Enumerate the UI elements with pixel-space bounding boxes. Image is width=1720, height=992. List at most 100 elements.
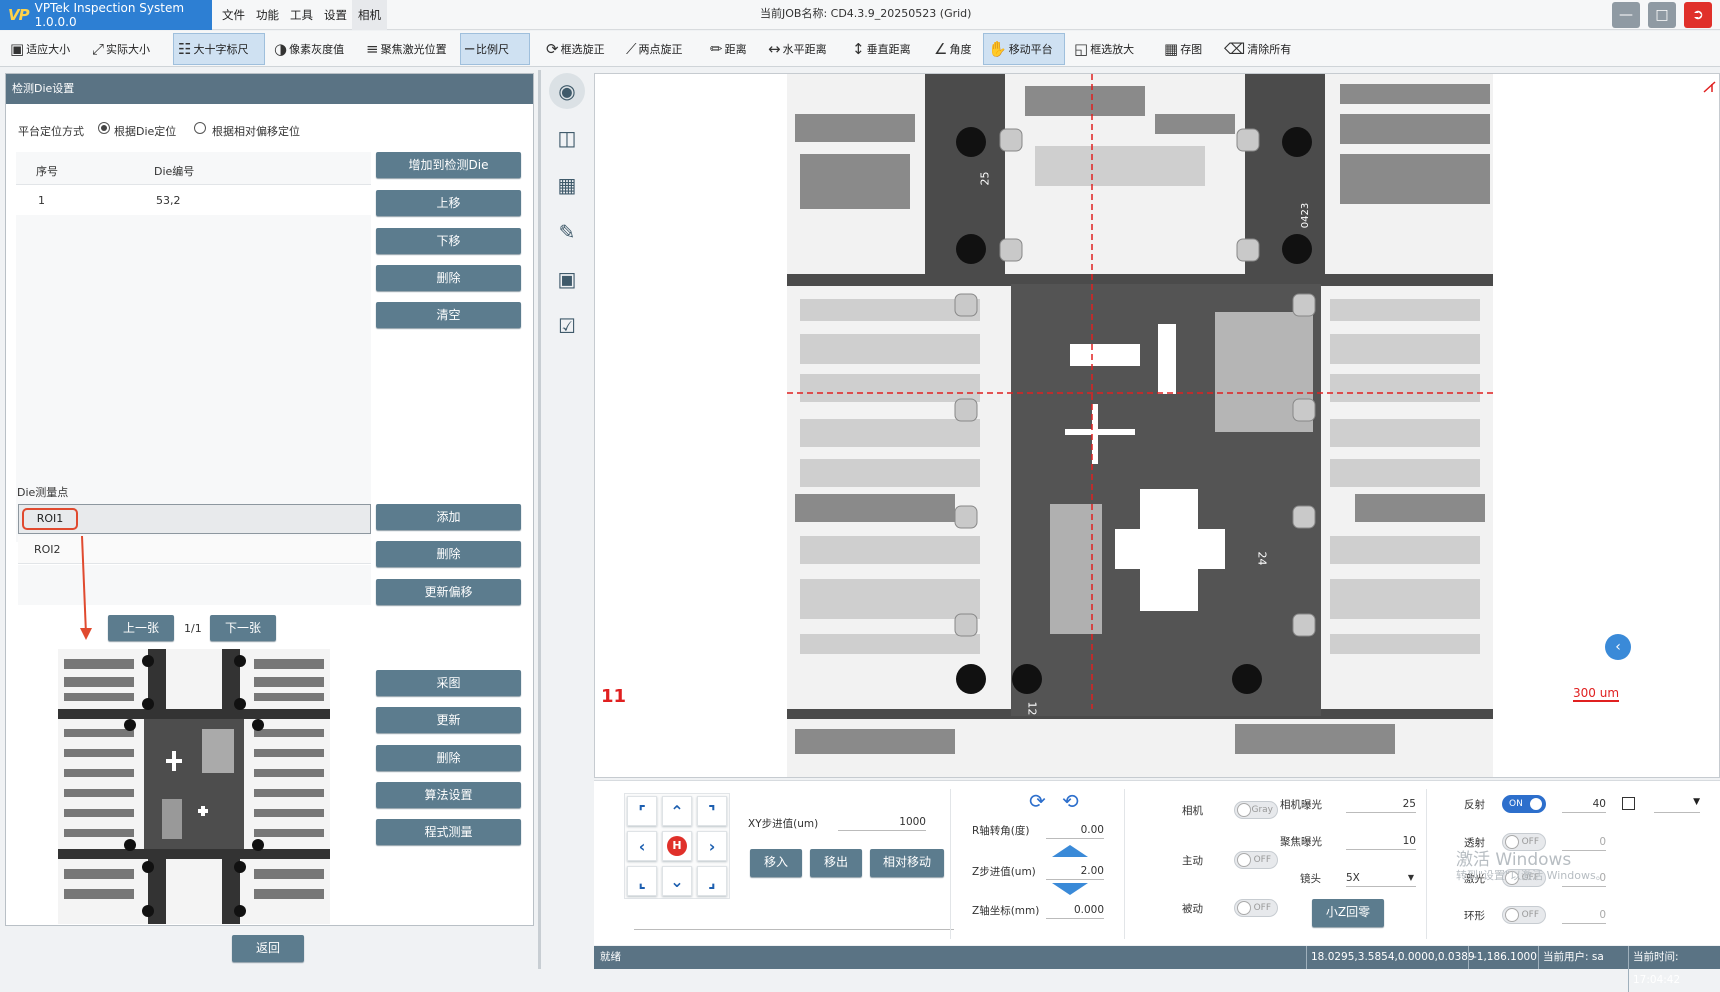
ruler-tool-icon[interactable]: ✎ — [558, 220, 576, 244]
scale-bar-button[interactable]: ─比例尺 — [460, 33, 530, 65]
z-down-icon[interactable] — [1052, 883, 1088, 895]
z-up-icon[interactable] — [1052, 845, 1088, 857]
prev-button[interactable]: 上一张 — [108, 615, 174, 641]
ring-toggle[interactable]: OFF — [1502, 906, 1546, 924]
angle-button[interactable]: ∠角度 — [930, 33, 975, 65]
move-stage-button[interactable]: ✋移动平台 — [983, 33, 1065, 65]
table-row[interactable]: 1 53,2 — [16, 185, 371, 215]
roi-item-2[interactable]: ROI2 — [18, 536, 371, 564]
scale-label: 300 um — [1573, 686, 1620, 702]
move-up-button[interactable]: 上移 — [376, 190, 521, 216]
r-angle-input[interactable]: 0.00 — [1046, 821, 1104, 839]
down-icon[interactable]: ⌄ — [662, 866, 692, 896]
wafer-grid-icon[interactable]: ▦ — [557, 173, 577, 197]
menu-function[interactable]: 功能 — [256, 8, 279, 22]
laser-value[interactable]: 0 — [1562, 869, 1606, 887]
down-right-icon[interactable]: ⌟ — [697, 866, 727, 896]
xy-step-input[interactable]: 1000 — [838, 813, 926, 831]
focus-exposure-input[interactable]: 10 — [1346, 832, 1416, 850]
horizontal-distance-button[interactable]: ↔水平距离 — [764, 33, 831, 65]
rotate-ccw-icon[interactable]: ⟲ — [1062, 789, 1079, 813]
menu-tools[interactable]: 工具 — [290, 8, 313, 22]
delete-die-button[interactable]: 删除 — [376, 265, 521, 291]
up-right-icon[interactable]: ⌝ — [697, 796, 727, 826]
down-left-icon[interactable]: ⌞ — [627, 866, 657, 896]
status-user: 当前用户: sa — [1538, 946, 1604, 969]
capture-button[interactable]: 采图 — [376, 670, 521, 696]
move-down-button[interactable]: 下移 — [376, 228, 521, 254]
relative-move-button[interactable]: 相对移动 — [870, 849, 944, 877]
menu-camera[interactable]: 相机 — [352, 0, 387, 30]
minimize-button[interactable]: — — [1612, 2, 1640, 28]
algorithm-settings-button[interactable]: 算法设置 — [376, 782, 521, 808]
reflect-value[interactable]: 40 — [1562, 795, 1606, 813]
annotation-arrow — [80, 535, 92, 640]
add-roi-button[interactable]: 添加 — [376, 504, 521, 530]
reflect-checkbox[interactable] — [1622, 797, 1635, 810]
left-icon[interactable]: ‹ — [627, 831, 657, 861]
clear-die-button[interactable]: 清空 — [376, 302, 521, 328]
z-step-input[interactable]: 2.00 — [1046, 862, 1104, 880]
collapse-chevron-icon[interactable]: ‹ — [1605, 634, 1631, 660]
update-button[interactable]: 更新 — [376, 707, 521, 733]
add-to-die-button[interactable]: 增加到检测Die — [376, 152, 521, 178]
lens-select[interactable]: 5X▼ — [1346, 869, 1416, 887]
box-rotate-button[interactable]: ⟳框选旋正 — [542, 33, 609, 65]
die-label-0423: 0423 — [1300, 202, 1312, 229]
table-header-index: 序号 — [36, 165, 58, 178]
up-left-icon[interactable]: ⌜ — [627, 796, 657, 826]
distance-button[interactable]: ✏距离 — [706, 33, 751, 65]
reflect-toggle[interactable]: ON — [1502, 795, 1546, 813]
z-home-button[interactable]: 小Z回零 — [1312, 899, 1384, 927]
box-zoom-button[interactable]: ◱框选放大 — [1070, 33, 1138, 65]
focus-laser-button[interactable]: ≡聚焦激光位置 — [362, 33, 451, 65]
ring-value[interactable]: 0 — [1562, 906, 1606, 924]
update-offset-button[interactable]: 更新偏移 — [376, 579, 521, 605]
home-button[interactable]: H — [662, 831, 692, 861]
up-icon[interactable]: ⌃ — [662, 796, 692, 826]
exposure-input[interactable]: 25 — [1346, 795, 1416, 813]
trans-toggle[interactable]: OFF — [1502, 833, 1546, 851]
two-point-rotate-button[interactable]: ⟋两点旋正 — [622, 33, 687, 65]
grid-target-icon[interactable]: ◫ — [557, 126, 577, 150]
close-icon[interactable]: ➲ — [1684, 2, 1712, 28]
rotate-cw-icon[interactable]: ⟳ — [1029, 789, 1046, 813]
status-coords: 18.0295,3.5854,0.0000,0.0389 — [1306, 946, 1475, 969]
clear-all-label: 清除所有 — [1247, 43, 1292, 56]
active-toggle[interactable]: OFF — [1234, 851, 1278, 869]
splitter[interactable] — [538, 70, 541, 969]
next-button[interactable]: 下一张 — [210, 615, 276, 641]
move-out-button[interactable]: 移出 — [810, 849, 862, 877]
delete-image-button[interactable]: 删除 — [376, 745, 521, 771]
camera-icon[interactable]: ◉ — [549, 73, 585, 109]
delete-roi-button[interactable]: 删除 — [376, 541, 521, 567]
clear-all-button[interactable]: ⌫清除所有 — [1220, 33, 1295, 65]
image-tool-icon[interactable]: ▣ — [557, 267, 577, 291]
vertical-distance-button[interactable]: ↕垂直距离 — [848, 33, 915, 65]
roi-item-1[interactable]: ROI1 — [18, 504, 371, 534]
actual-size-button[interactable]: ⤢实际大小 — [88, 33, 154, 65]
status-ready: 就绪 — [600, 951, 621, 963]
reflect-dropdown[interactable]: ▼ — [1654, 797, 1700, 813]
laser-toggle[interactable]: OFF — [1502, 869, 1546, 887]
menu-file[interactable]: 文件 — [222, 8, 245, 22]
fit-size-button[interactable]: ▣适应大小 — [6, 33, 74, 65]
menu-settings[interactable]: 设置 — [324, 8, 347, 22]
trans-value[interactable]: 0 — [1562, 833, 1606, 851]
back-button[interactable]: 返回 — [232, 935, 304, 962]
pixel-gray-button[interactable]: ◑像素灰度值 — [270, 33, 348, 65]
passive-toggle[interactable]: OFF — [1234, 899, 1278, 917]
checklist-icon[interactable]: ☑ — [558, 314, 576, 338]
z-coord-input[interactable]: 0.000 — [1046, 901, 1104, 919]
save-image-button[interactable]: ▦存图 — [1160, 33, 1206, 65]
crosshair-ruler-button[interactable]: ☷大十字标尺 — [173, 33, 265, 65]
expand-corner-icon[interactable] — [1703, 81, 1716, 93]
camera-toggle[interactable]: Gray — [1234, 801, 1278, 819]
radio-offset[interactable] — [194, 122, 206, 134]
move-in-button[interactable]: 移入 — [750, 849, 802, 877]
program-measure-button[interactable]: 程式测量 — [376, 819, 521, 845]
maximize-button[interactable]: □ — [1648, 2, 1676, 28]
right-icon[interactable]: › — [697, 831, 727, 861]
radio-die[interactable] — [98, 122, 110, 134]
image-viewer[interactable]: 25 0423 24 12 11 300 um ‹ — [594, 73, 1720, 778]
